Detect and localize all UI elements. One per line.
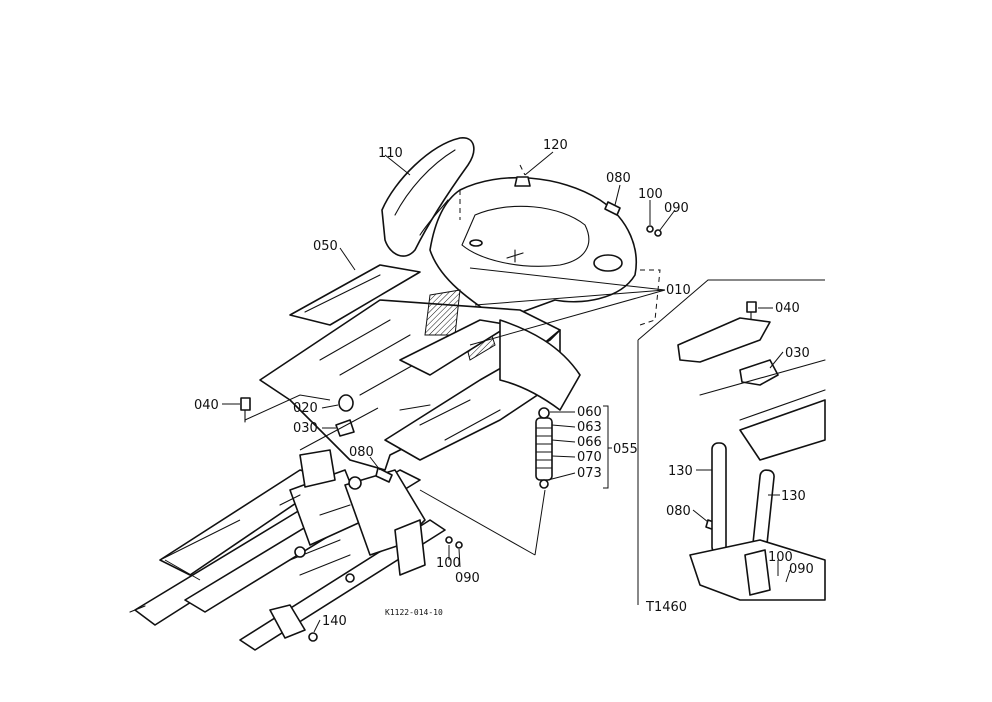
figure-code: T1460	[645, 600, 687, 615]
label-080-mid: 080	[349, 445, 374, 460]
leader-lines	[159, 151, 791, 633]
label-040-left: 040	[194, 398, 219, 413]
label-050: 050	[313, 239, 338, 254]
seat-back-plate	[381, 137, 475, 257]
label-020: 020	[293, 401, 318, 416]
label-063: 063	[577, 420, 602, 435]
drawing-code: K1122-014-10	[385, 608, 443, 617]
label-110: 110	[378, 146, 403, 161]
chassis-frame	[129, 449, 446, 651]
label-010: 010	[666, 283, 691, 298]
label-130-right: 130	[781, 489, 806, 504]
part-labels: 110 120 080 100 090 050 010 040 040 030 …	[194, 138, 814, 629]
label-080-right: 080	[666, 504, 691, 519]
label-040-right: 040	[775, 301, 800, 316]
label-060: 060	[577, 405, 602, 420]
seat-post	[499, 319, 581, 411]
label-100-mid: 100	[436, 556, 461, 571]
label-140: 140	[322, 614, 347, 629]
label-090-top: 090	[664, 201, 689, 216]
shock-absorber	[535, 407, 553, 489]
label-030-left: 030	[293, 421, 318, 436]
label-120: 120	[543, 138, 568, 153]
label-090-right: 090	[789, 562, 814, 577]
label-080-top: 080	[606, 171, 631, 186]
label-100-top: 100	[638, 187, 663, 202]
label-090-mid: 090	[455, 571, 480, 586]
label-073: 073	[577, 466, 602, 481]
label-070: 070	[577, 450, 602, 465]
label-030-right: 030	[785, 346, 810, 361]
seat	[429, 176, 637, 321]
label-055: 055	[613, 442, 638, 457]
label-066: 066	[577, 435, 602, 450]
inset-view	[637, 279, 826, 605]
label-130-left: 130	[668, 464, 693, 479]
label-100-right: 100	[768, 550, 793, 565]
